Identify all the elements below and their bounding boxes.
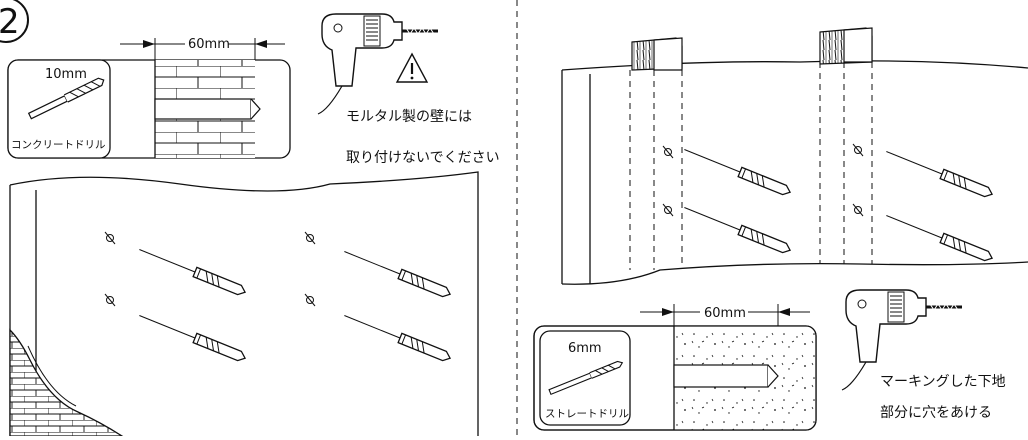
left-bit-size: 10mm	[45, 67, 87, 82]
right-inset: 6mm ストレートドリル 60mm	[533, 304, 817, 431]
screw-icon	[681, 144, 793, 198]
step-number: 2	[0, 2, 20, 42]
left-depth-label: 60mm	[188, 37, 230, 52]
anchor-icon	[341, 246, 453, 300]
drill-bit-icon	[27, 77, 105, 120]
left-inset: 10mm コンクリートドリル 60mm	[7, 37, 291, 159]
warning-line2: 取り付けないでください	[346, 150, 500, 166]
warning-icon	[395, 52, 429, 83]
right-screw-3	[852, 143, 995, 200]
cross-mark-icon	[304, 231, 316, 245]
anchor-icon	[136, 244, 248, 298]
right-depth-label: 60mm	[704, 306, 746, 321]
right-bit-size: 6mm	[568, 341, 602, 356]
screw-icon	[883, 146, 995, 200]
screw-icon	[883, 210, 995, 264]
cross-mark-icon	[852, 143, 864, 157]
brick-cutaway	[9, 328, 125, 437]
left-anchor-4	[304, 293, 453, 364]
warning-line1: モルタル製の壁には	[346, 109, 472, 125]
left-bit-label: コンクリートドリル	[11, 139, 106, 151]
stud-1	[629, 37, 683, 270]
cross-mark-icon	[852, 203, 864, 217]
cross-mark-icon	[662, 203, 674, 217]
right-bit-label: ストレートドリル	[545, 408, 629, 420]
right-screw-4	[852, 203, 995, 264]
right-wall	[561, 60, 1028, 285]
left-anchor-1	[104, 231, 248, 298]
left-wall	[9, 171, 479, 437]
cross-mark-icon	[662, 145, 674, 159]
step-badge: 2	[0, 0, 29, 43]
drill-icon	[316, 12, 440, 116]
cross-mark-icon	[104, 231, 116, 245]
instruction-line2: 部分に穴をあける	[880, 405, 992, 421]
anchor-icon	[341, 310, 453, 364]
stud-2	[819, 27, 873, 264]
anchor-icon	[136, 310, 248, 364]
cross-mark-icon	[104, 293, 116, 307]
screw-icon	[681, 202, 793, 256]
drill-bit-icon	[548, 360, 624, 396]
instruction-line1: マーキングした下地	[880, 374, 1006, 390]
cross-mark-icon	[304, 293, 316, 307]
left-anchor-2	[104, 293, 248, 364]
left-anchor-3	[304, 231, 453, 300]
